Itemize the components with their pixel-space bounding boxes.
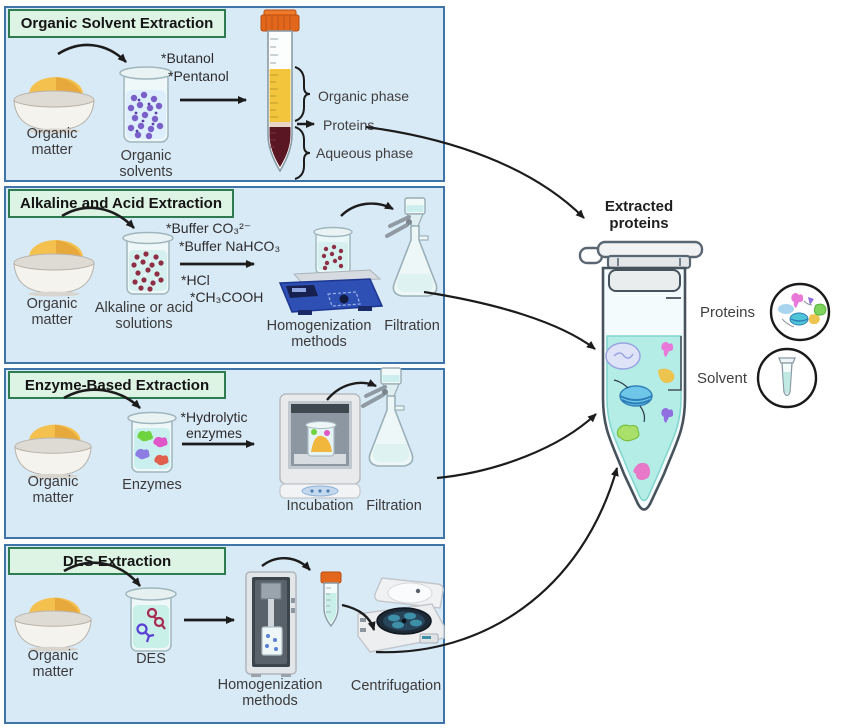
note-pentanol: *Pentanol bbox=[168, 68, 229, 84]
organic-matter-bowl-icon bbox=[13, 240, 95, 297]
arrow-panel3-to-extracted bbox=[436, 413, 597, 480]
enzymes-beaker-icon bbox=[127, 411, 177, 473]
label-extracted-proteins: Extracted proteins bbox=[604, 198, 674, 232]
legend-label-solvent: Solvent bbox=[697, 370, 748, 387]
note-ch3cooh: *CH₃COOH bbox=[190, 289, 264, 305]
arrow-panel2-to-extracted bbox=[423, 290, 596, 350]
label-des: DES bbox=[136, 651, 166, 667]
note-butanol: *Butanol bbox=[161, 50, 214, 66]
label-organic-matter-4: Organic matter bbox=[27, 648, 79, 681]
label-organic-matter-3: Organic matter bbox=[27, 474, 79, 507]
label-centrifugation: Centrifugation bbox=[350, 678, 442, 694]
label-filtration-1: Filtration bbox=[384, 318, 440, 334]
label-alkaline-acid-solutions: Alkaline or acid solutions bbox=[94, 300, 194, 333]
organic-solvents-beaker-icon bbox=[119, 66, 173, 143]
label-organic-solvents: Organic solvents bbox=[119, 148, 173, 181]
small-falcon-tube-icon bbox=[320, 571, 342, 628]
solvent-legend-icon bbox=[756, 347, 818, 409]
extracted-proteins-tube-icon bbox=[578, 240, 704, 511]
label-aqueous-phase: Aqueous phase bbox=[316, 145, 414, 161]
note-buffer-co3: *Buffer CO₃²⁻ bbox=[166, 220, 252, 236]
homogenization-scale-icon bbox=[278, 226, 384, 315]
falcon-tube-phases-icon bbox=[260, 9, 300, 173]
centrifuge-icon bbox=[357, 577, 445, 653]
brace-aqueous-phase bbox=[294, 126, 311, 180]
label-filtration-2: Filtration bbox=[366, 498, 422, 514]
des-beaker-icon bbox=[125, 587, 177, 652]
organic-matter-bowl-icon bbox=[13, 77, 95, 134]
organic-matter-bowl-icon bbox=[14, 424, 92, 479]
label-homogenization-methods-2: Homogenization methods bbox=[217, 677, 323, 710]
brace-organic-phase bbox=[294, 66, 311, 122]
label-organic-matter-1: Organic matter bbox=[26, 126, 78, 159]
homogenizer-cabinet-icon bbox=[245, 571, 297, 677]
filtration-flask-icon bbox=[361, 367, 414, 467]
header-organic-solvent: Organic Solvent Extraction bbox=[8, 9, 226, 38]
header-des: DES Extraction bbox=[8, 547, 226, 575]
note-buffer-nahco3: *Buffer NaHCO₃ bbox=[179, 238, 281, 254]
note-hcl: *HCl bbox=[181, 272, 210, 288]
note-hydrolytic-enzymes: *Hydrolytic enzymes bbox=[180, 409, 248, 441]
label-proteins-band: Proteins bbox=[323, 117, 375, 133]
proteins-legend-icon bbox=[769, 282, 831, 342]
label-organic-phase: Organic phase bbox=[318, 88, 410, 104]
label-organic-matter-2: Organic matter bbox=[26, 296, 78, 329]
label-homogenization-methods-1: Homogenization methods bbox=[266, 318, 372, 351]
alkaline-acid-beaker-icon bbox=[122, 231, 174, 295]
organic-matter-bowl-icon bbox=[14, 597, 92, 652]
header-alkaline-acid: Alkaline and Acid Extraction bbox=[8, 189, 234, 218]
header-enzyme-based: Enzyme-Based Extraction bbox=[8, 371, 226, 399]
label-incubation: Incubation bbox=[286, 498, 354, 514]
filtration-flask-icon bbox=[385, 197, 438, 297]
label-enzymes: Enzymes bbox=[122, 477, 182, 493]
incubator-icon bbox=[279, 393, 361, 499]
legend-label-proteins: Proteins bbox=[700, 304, 756, 321]
